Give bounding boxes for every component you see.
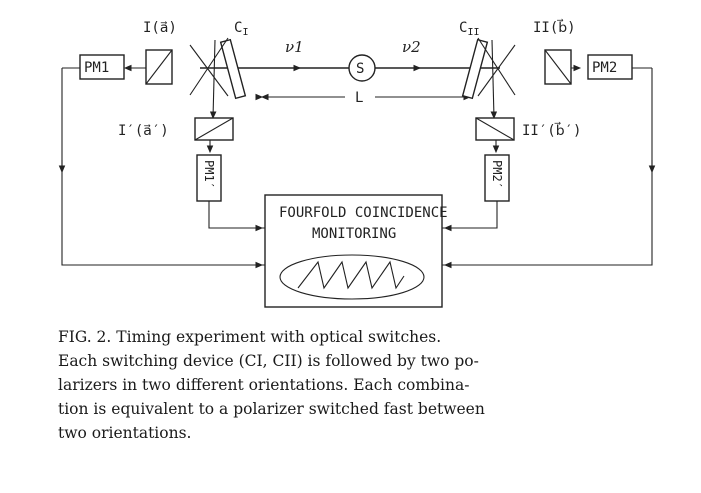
pm1-prime-box [196,154,222,202]
polarizer-i-label: I(a⃗) [143,20,177,36]
monitor-label-line2: MONITORING [312,226,396,242]
experiment-diagram: S ν1 ν2 L CI CII I(a⃗) II(b⃗) PM1 [58,18,656,308]
caption-line: larizers in two different orientations. … [58,376,470,394]
pm2-box [587,54,633,80]
wire-pm1-prime-monitor [208,201,265,229]
switch-ci-ray1 [189,37,229,96]
switch-cii-deflect [490,39,498,120]
switch-ci [219,38,247,100]
monitor-label-line1: FOURFOLD COINCIDENCE [279,205,448,221]
caption-line: FIG. 2. Timing experiment with optical s… [58,328,442,346]
polarizer-ii-prime-label: II′(b⃗′) [522,121,581,139]
source-label: S [356,61,364,77]
switch-ci-ray2 [189,44,229,97]
switch-cii-ray1 [477,37,516,96]
polarizer-ii-prime-diag [475,117,515,141]
switch-ci-label: CI [234,20,248,38]
wire-pm2-prime-monitor [442,201,498,229]
pm2-label: PM2 [592,60,617,76]
polarizer-ii-diag [544,49,572,85]
polarizer-i-prime-label: I′(a⃗′) [118,123,169,139]
pm2-prime-label: PM2′ [490,160,504,189]
distance-label: L [355,90,363,106]
switch-ci-deflect [209,39,217,120]
pm1-label: PM1 [84,60,109,76]
polarizer-i-diag [145,49,173,85]
switch-cii [461,38,489,100]
coincidence-monitor-box [264,194,443,308]
caption-line: tion is equivalent to a polarizer switch… [58,400,485,418]
switch-cii-label: CII [459,20,479,38]
source-circle [348,54,376,82]
monitor-signal-trace [297,260,405,290]
caption-line: Each switching device (CI, CII) is follo… [58,352,479,370]
pm1-box [79,54,125,80]
pm2-prime-box [484,154,510,202]
wire-pm1-monitor [61,68,265,266]
figure-caption: FIG. 2. Timing experiment with optical s… [58,325,658,445]
polarizer-ii-label: II(b⃗) [533,18,576,36]
nu1-label: ν1 [285,38,304,56]
monitor-display-ellipse [279,254,425,300]
pm1-prime-label: PM1′ [202,160,216,189]
caption-line: two orientations. [58,424,192,442]
polarizer-i-prime-diag [194,117,234,141]
wire-pm2-monitor [442,68,653,266]
nu2-label: ν2 [402,38,421,56]
switch-cii-ray2 [477,44,516,97]
